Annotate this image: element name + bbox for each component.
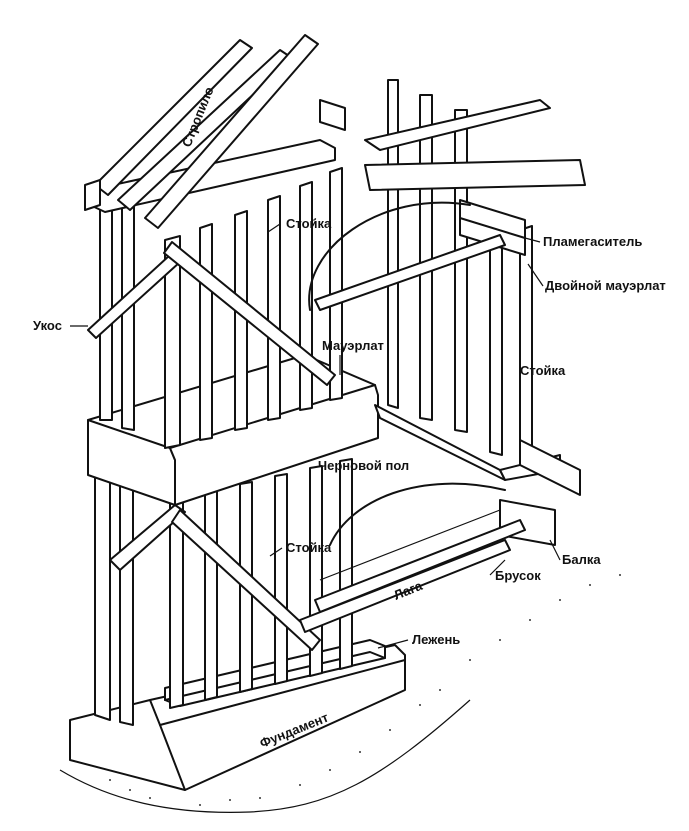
label-stoyka-right: Стойка xyxy=(520,363,566,378)
label-balka: Балка xyxy=(562,552,601,567)
label-stoyka-top: Стойка xyxy=(286,216,332,231)
upper-wall-studs xyxy=(87,139,343,449)
floor-joists xyxy=(299,404,581,633)
floor-rim xyxy=(87,354,379,506)
rafters xyxy=(84,34,346,229)
leader-lines xyxy=(70,223,561,649)
label-ukos: Укос xyxy=(33,318,62,333)
label-stoyka-bottom: Стойка xyxy=(286,540,332,555)
label-brusok: Брусок xyxy=(495,568,541,583)
label-mauerlat: Мауэрлат xyxy=(322,338,384,353)
label-lezhen: Лежень xyxy=(412,632,460,647)
interior-upper-wall xyxy=(308,79,586,466)
label-chernovoy-pol: Черновой пол xyxy=(318,458,409,473)
label-dvoynoy-mauerlat: Двойной мауэрлат xyxy=(545,278,666,293)
lower-wall-studs xyxy=(94,458,353,726)
label-plamegasitel: Пламегаситель xyxy=(543,234,642,249)
